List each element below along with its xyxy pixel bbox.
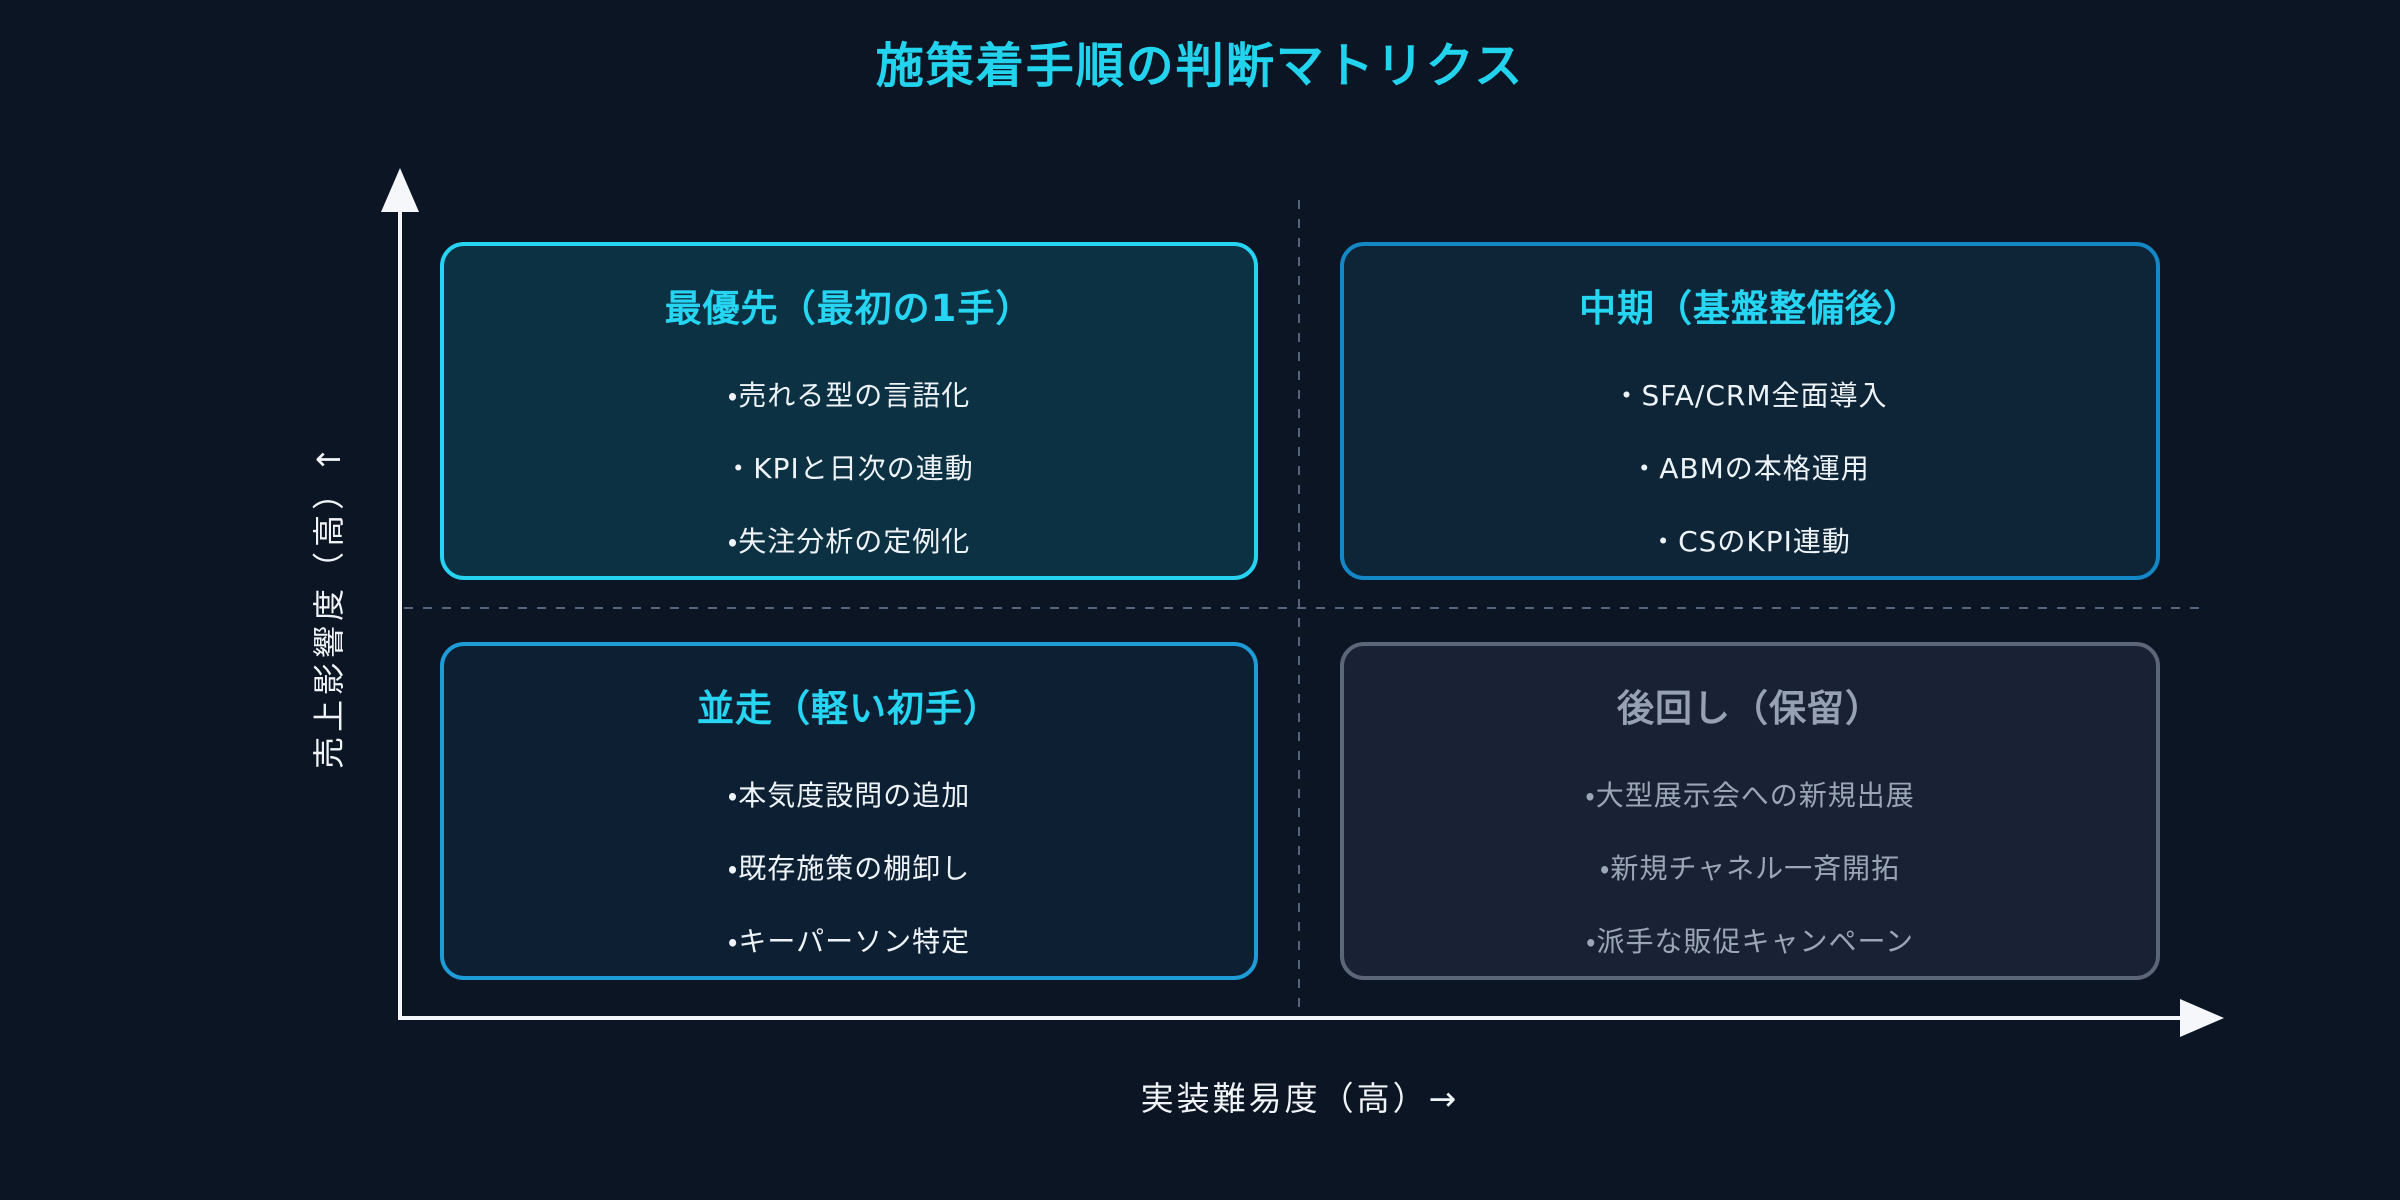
quadrant-item-list: ・本気度設問の追加 ・既存施策の棚卸し ・キーパーソン特定 [728, 774, 971, 960]
quadrant-item: ・大型展示会への新規出展 [1585, 779, 1915, 812]
quadrant-item: ・CSのKPI連動 [1649, 525, 1851, 558]
quadrant-item: ・既存施策の棚卸し [727, 852, 971, 885]
x-axis-arrow-icon [2180, 999, 2224, 1037]
quadrant-title: 中期（基盤整備後） [1579, 287, 1921, 330]
quadrant-item: ・SFA/CRM全面導入 [1612, 379, 1888, 412]
quadrant-item: ・KPIと日次の連動 [724, 452, 974, 485]
quadrant-item: ・本気度設問の追加 [727, 779, 971, 812]
x-axis-label: 実装難易度（高）→ [1140, 1079, 1460, 1118]
page-title: 施策着手順の判断マトリクス [875, 38, 1525, 94]
quadrant-title: 並走（軽い初手） [697, 687, 1001, 730]
quadrant-item: ・派手な販促キャンペーン [1585, 925, 1915, 958]
quadrant-item: ・失注分析の定例化 [727, 525, 971, 558]
quadrant-item: ・ABMの本格運用 [1630, 452, 1870, 485]
horizontal-dashed-divider [404, 607, 2200, 609]
quadrant-item: ・キーパーソン特定 [727, 925, 971, 958]
quadrant-mid-term: 中期（基盤整備後） ・SFA/CRM全面導入 ・ABMの本格運用 ・CSのKPI… [1340, 242, 2160, 580]
y-axis-arrow-icon [381, 168, 419, 212]
quadrant-item-list: ・大型展示会への新規出展 ・新規チャネル一斉開拓 ・派手な販促キャンペーン [1585, 774, 1915, 960]
y-axis-line [398, 208, 402, 1020]
quadrant-item: ・新規チャネル一斉開拓 [1599, 852, 1901, 885]
quadrant-item-list: ・売れる型の言語化 ・KPIと日次の連動 ・失注分析の定例化 [724, 374, 974, 560]
x-axis-line [398, 1016, 2182, 1020]
quadrant-item: ・売れる型の言語化 [727, 379, 971, 412]
y-axis-label: 売上影響度（高）↑ [310, 441, 348, 769]
vertical-dashed-divider [1298, 200, 1300, 1012]
quadrant-top-priority: 最優先（最初の1手） ・売れる型の言語化 ・KPIと日次の連動 ・失注分析の定例… [440, 242, 1258, 580]
quadrant-title: 最優先（最初の1手） [664, 287, 1034, 330]
quadrant-postpone: 後回し（保留） ・大型展示会への新規出展 ・新規チャネル一斉開拓 ・派手な販促キ… [1340, 642, 2160, 980]
quadrant-title: 後回し（保留） [1617, 687, 1883, 730]
quadrant-item-list: ・SFA/CRM全面導入 ・ABMの本格運用 ・CSのKPI連動 [1612, 374, 1887, 560]
quadrant-parallel: 並走（軽い初手） ・本気度設問の追加 ・既存施策の棚卸し ・キーパーソン特定 [440, 642, 1258, 980]
